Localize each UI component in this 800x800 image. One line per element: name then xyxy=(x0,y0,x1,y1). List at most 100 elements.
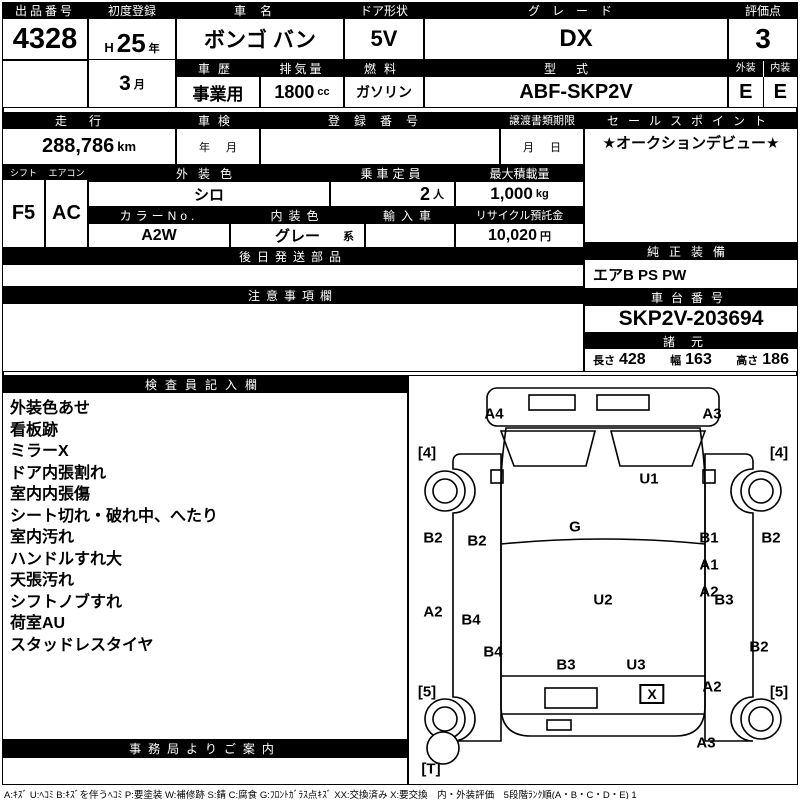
capacity-cell: 乗車定員 2 人 xyxy=(330,165,455,207)
displacement-unit: cc xyxy=(317,86,330,98)
grade-cell: グレード DX xyxy=(424,2,728,60)
inspector-note: シート切れ・破れ中、へたり xyxy=(10,507,219,525)
caution-notes-cell: 注意事項欄 xyxy=(2,287,584,372)
import-car-label: 輸入車 xyxy=(366,208,454,224)
wheel-rear-right-inner xyxy=(748,706,774,732)
inspector-note: 天張汚れ xyxy=(10,572,75,589)
damage-mark-A1: A1 xyxy=(699,556,719,574)
inspector-note: スタッドレスタイヤ xyxy=(10,636,154,654)
car-name-cell: 車名 ボンゴ バン xyxy=(176,2,344,60)
equipment-label: 純正装備 xyxy=(585,244,797,260)
car-outline-svg xyxy=(424,387,782,765)
inspector-note: ハンドルすれ大 xyxy=(10,550,123,568)
mirror-left xyxy=(490,469,504,484)
inspector-panel-label: 検査員記入欄 xyxy=(3,376,407,393)
interior-color-label: 内装色 xyxy=(231,208,364,224)
max-load-label: 最大積載量 xyxy=(456,166,583,182)
height-label: 高さ xyxy=(736,355,759,367)
damage-mark-4: [4] xyxy=(417,444,437,462)
damage-mark-B4: B4 xyxy=(461,611,481,629)
first-reg-year-unit: 年 xyxy=(148,43,160,55)
aircon-label: エアコン xyxy=(46,166,87,180)
damage-mark-5: [5] xyxy=(417,683,437,701)
caution-notes-label: 注意事項欄 xyxy=(3,288,583,304)
model-code-cell: 型式 ABF-SKP2V xyxy=(424,60,728,108)
shift-cell: シフト F5 xyxy=(2,165,45,248)
inspector-note: 外装色あせ xyxy=(10,400,91,417)
lot-empty-cell xyxy=(2,60,88,108)
interior-color-suffix: 系 xyxy=(343,230,354,243)
exterior-grade-value: E xyxy=(729,77,764,107)
fuel-label: 燃料 xyxy=(345,61,423,77)
wheel-front-left-inner xyxy=(432,478,458,504)
import-car-value xyxy=(366,224,454,247)
legend-text: A:ｷｽﾞ U:ﾍｺﾐ B:ｷｽﾞを伴うﾍｺﾐ P:要塗装 W:補修跡 S:錆 … xyxy=(4,790,637,799)
spare-tire xyxy=(426,731,460,765)
damage-mark-G: G xyxy=(569,518,581,536)
transfer-deadline-label: 譲渡書類期限 xyxy=(501,113,583,129)
first-reg-month: 3 xyxy=(119,71,131,95)
later-parts-cell: 後日発送部品 xyxy=(2,248,584,287)
door-shape-label: ドア形状 xyxy=(345,3,423,19)
windshield-left xyxy=(499,430,597,467)
max-load-cell: 最大積載量 1,000 kg xyxy=(455,165,584,207)
mileage-value: 288,786 xyxy=(41,135,115,157)
lot-number-value: 4328 xyxy=(12,22,78,55)
displacement-cell: 排気量 1800 cc xyxy=(260,60,344,108)
damage-mark-5: [5] xyxy=(769,683,789,701)
damage-mark-B2: B2 xyxy=(423,529,443,547)
shaken-year-unit: 年 xyxy=(199,141,210,154)
damage-mark-U2: U2 xyxy=(593,591,613,609)
first-reg-year: 25 xyxy=(116,28,146,58)
exterior-interior-grade-cell: 外装 内装 E E xyxy=(728,60,798,108)
door-shape-cell: ドア形状 5V xyxy=(344,2,424,60)
damage-mark-X: X xyxy=(639,684,665,704)
equipment-cell: 純正装備 エアB PS PW xyxy=(584,243,798,289)
score-value: 3 xyxy=(755,23,771,54)
damage-mark-B3: B3 xyxy=(556,656,576,674)
inspector-note: ドア内張割れ xyxy=(10,464,107,482)
damage-mark-A2: A2 xyxy=(423,603,443,621)
interior-grade-value: E xyxy=(773,80,787,103)
length-label: 長さ xyxy=(593,355,615,367)
inspector-note: 室内汚れ xyxy=(10,529,75,546)
capacity-value: 2 xyxy=(419,183,430,204)
rear-step xyxy=(546,719,572,731)
capacity-unit: 人 xyxy=(433,189,444,201)
first-reg-month-unit: 月 xyxy=(133,78,145,91)
windshield-right xyxy=(609,430,707,467)
shift-value: F5 xyxy=(11,202,36,224)
length-value: 428 xyxy=(619,351,646,368)
later-parts-blank xyxy=(3,265,583,286)
office-info-label: 事務局よりご案内 xyxy=(3,739,407,758)
score-cell: 評価点 3 xyxy=(728,2,798,60)
car-history-label: 車歴 xyxy=(177,61,259,77)
inspector-note: 室内内張傷 xyxy=(10,486,91,503)
shift-label: シフト xyxy=(3,166,44,180)
damage-mark-A3: A3 xyxy=(702,405,722,423)
sales-point-cell: セールスポイント ★オークションデビュー★ xyxy=(584,112,798,243)
damage-mark-A2: A2 xyxy=(699,583,719,601)
width-label: 幅 xyxy=(670,355,682,367)
first-reg-era: H xyxy=(104,40,114,55)
car-name-value: ボンゴ バン xyxy=(204,29,316,52)
sales-point-label: セールスポイント xyxy=(585,113,797,129)
first-registration-label: 初度登録 xyxy=(89,3,175,19)
damage-mark-B1: B1 xyxy=(699,529,719,547)
right-side-panel xyxy=(704,453,754,742)
fuel-cell: 燃料 ガソリン xyxy=(344,60,424,108)
front-panel xyxy=(486,387,720,427)
color-no-value: A2W xyxy=(141,226,177,244)
capacity-label: 乗車定員 xyxy=(331,166,454,182)
car-history-cell: 車歴 事業用 xyxy=(176,60,260,108)
registration-number-label: 登録番号 xyxy=(261,113,499,129)
first-registration-cell: 初度登録 H 25 年 3 月 xyxy=(88,2,176,108)
damage-mark-A3: A3 xyxy=(696,734,716,752)
recycle-deposit-unit: 円 xyxy=(539,230,551,243)
import-car-cell: 輸入車 xyxy=(365,207,455,248)
later-parts-label: 後日発送部品 xyxy=(3,249,583,265)
sales-point-value: ★オークションデビュー★ xyxy=(602,134,780,152)
lot-number-label: 出品番号 xyxy=(3,3,87,19)
